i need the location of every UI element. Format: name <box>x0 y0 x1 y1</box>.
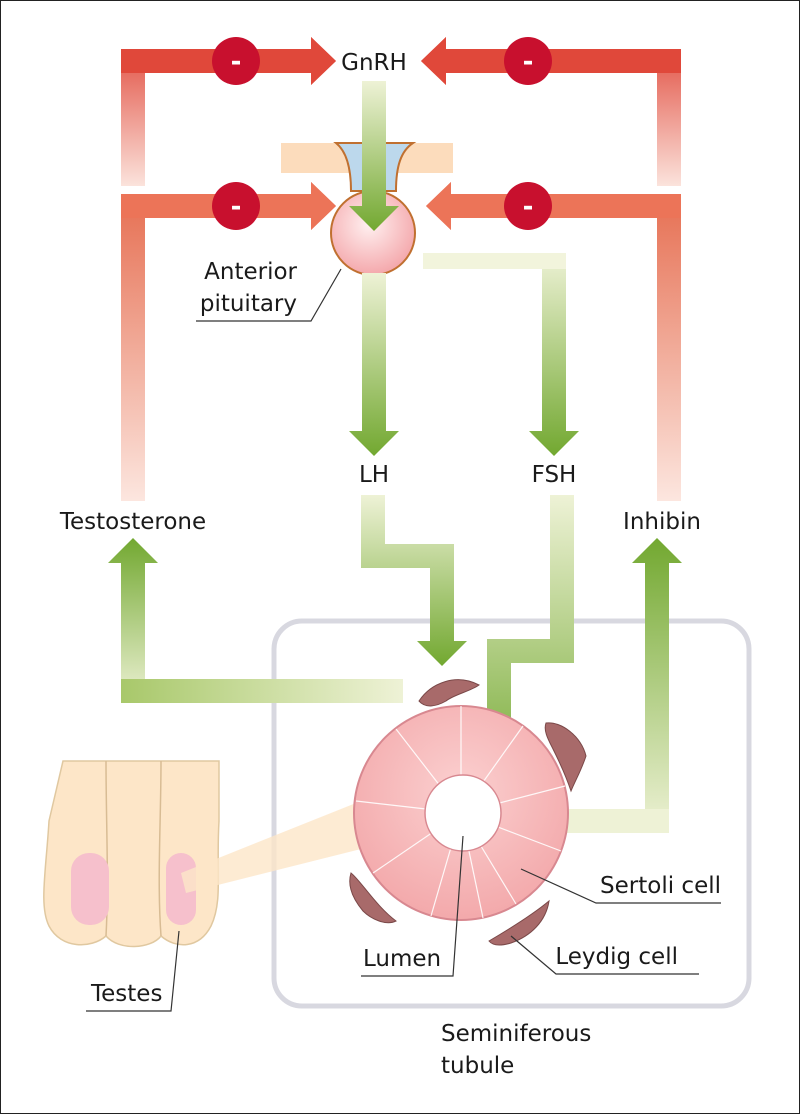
seminiferous-tubule-label-2: tubule <box>441 1053 514 1079</box>
pituitary-to-fsh-arrow <box>423 253 579 456</box>
lh-label: LH <box>359 462 389 488</box>
seminiferous-tubule-label-1: Seminiferous <box>441 1021 591 1047</box>
magnification-beam <box>181 801 361 893</box>
svg-text:-: - <box>523 192 534 222</box>
leydig-leader <box>510 935 699 975</box>
testes-leader <box>86 930 180 1012</box>
anterior-pituitary-label-1: Anterior <box>204 259 297 285</box>
sertoli-to-inhibin-arrow <box>557 538 682 833</box>
testosterone-label: Testosterone <box>59 509 206 535</box>
sertoli-cell-label: Sertoli cell <box>600 873 721 899</box>
fsh-label: FSH <box>532 462 577 488</box>
gnrh-label: GnRH <box>341 50 407 76</box>
sertoli-leader <box>520 868 721 904</box>
svg-text:-: - <box>231 47 242 77</box>
tubule-cross-section <box>353 705 569 921</box>
lh-to-leydig-arrow <box>361 495 467 666</box>
lumen-leader <box>361 835 464 977</box>
svg-text:-: - <box>231 192 242 222</box>
testosterone-to-pituitary-arrow <box>121 182 336 501</box>
leydig-cell-label: Leydig cell <box>555 944 678 970</box>
testes-label: Testes <box>90 981 162 1007</box>
testes-illustration <box>43 760 220 948</box>
gnrh-to-pituitary-arrow <box>349 81 399 231</box>
minus-sign-3: - <box>212 182 260 230</box>
minus-sign-1: - <box>212 37 260 85</box>
inhibin-to-pituitary-arrow <box>426 182 681 501</box>
anterior-pituitary-label-2: pituitary <box>200 291 297 317</box>
pituitary-to-lh-arrow <box>349 273 399 456</box>
leydig-cells <box>349 679 587 946</box>
seminiferous-frame <box>271 618 752 1009</box>
svg-text:-: - <box>523 47 534 77</box>
lumen-label: Lumen <box>363 946 441 972</box>
minus-sign-2: - <box>504 37 552 85</box>
inhibin-label: Inhibin <box>623 509 701 535</box>
pituitary-leader <box>196 268 342 322</box>
minus-sign-4: - <box>504 182 552 230</box>
leydig-to-testosterone-arrow <box>108 538 403 703</box>
